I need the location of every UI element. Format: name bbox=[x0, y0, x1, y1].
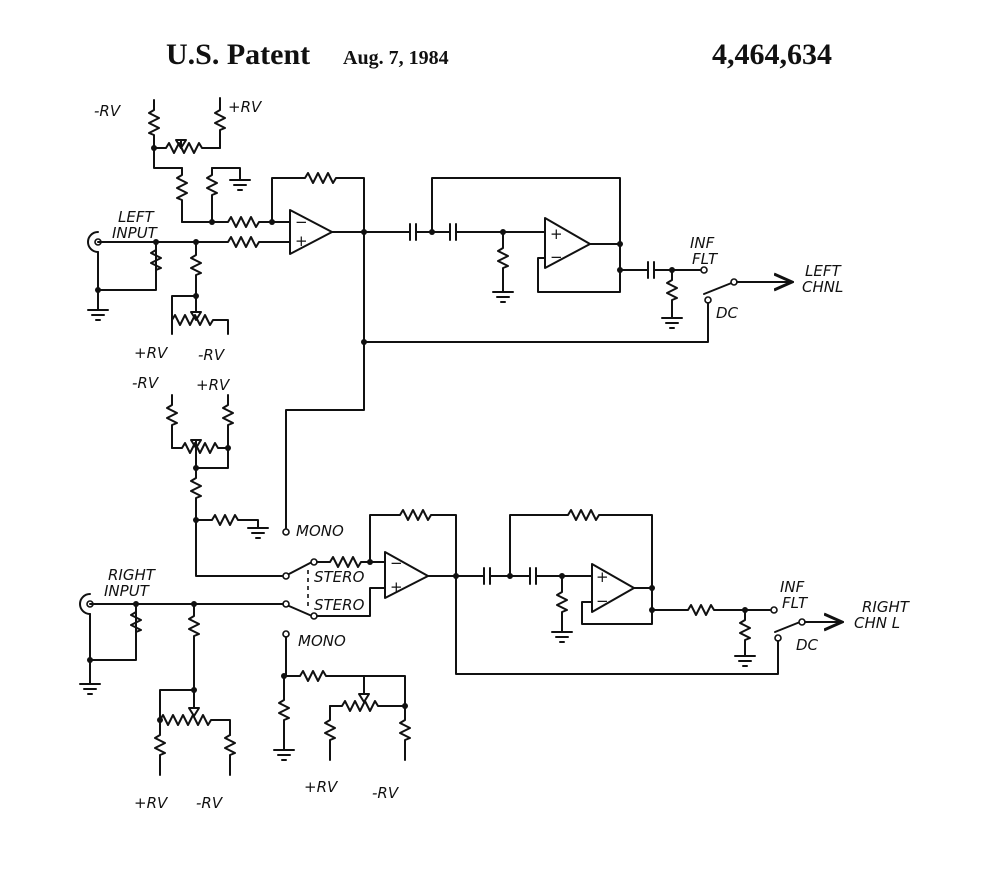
left-channel: − + + − bbox=[87, 97, 790, 536]
opamp-plus-sign: + bbox=[550, 225, 563, 243]
opamp-plus-sign: + bbox=[295, 232, 308, 250]
label-stereo-top: STERO bbox=[314, 568, 365, 586]
right-channel: − + + − bbox=[79, 509, 840, 776]
opamp-minus-sign: − bbox=[390, 554, 403, 572]
label-left-flt: FLT bbox=[692, 250, 719, 268]
label-mono-plus-rv: +RV bbox=[304, 778, 339, 796]
label-left-dc: DC bbox=[716, 304, 739, 322]
label-right-input-1: RIGHT bbox=[108, 566, 157, 584]
left-ground-resistor bbox=[206, 167, 251, 225]
patent-date: Aug. 7, 1984 bbox=[343, 47, 449, 69]
mono-potentiometer bbox=[273, 636, 411, 761]
left-bottom-potentiometer bbox=[171, 241, 229, 335]
right-bottom-potentiometer bbox=[154, 603, 236, 776]
label-mono-top: MONO bbox=[296, 522, 344, 540]
opamp-minus-sign: − bbox=[596, 592, 609, 610]
label-right-input-2: INPUT bbox=[104, 582, 151, 600]
label-left-chnl-1: LEFT bbox=[805, 262, 842, 280]
opamp-minus-sign: − bbox=[550, 248, 563, 266]
patent-number: 4,464,634 bbox=[712, 38, 832, 71]
left-input-jack bbox=[87, 231, 291, 321]
label-left-chnl-2: CHNL bbox=[802, 278, 843, 296]
label-left-input-2: INPUT bbox=[112, 224, 159, 242]
opamp-plus-sign: + bbox=[596, 568, 609, 586]
middle-potentiometer bbox=[166, 394, 283, 577]
right-filter-stage: + − bbox=[455, 509, 840, 675]
label-middle-minus-rv: -RV bbox=[132, 374, 160, 392]
left-filter-stage: + − bbox=[361, 177, 790, 345]
label-middle-plus-rv: +RV bbox=[196, 376, 231, 394]
left-opamp-1: − + bbox=[289, 209, 411, 255]
label-mono-bottom: MONO bbox=[298, 632, 346, 650]
label-right-flt: FLT bbox=[782, 594, 809, 612]
patent-title: U.S. Patent bbox=[166, 38, 311, 71]
label-stereo-bottom: STERO bbox=[314, 596, 365, 614]
label-right-minus-rv-bottom: -RV bbox=[196, 794, 224, 812]
label-left-inf: INF bbox=[690, 234, 715, 252]
label-left-plus-rv-bottom: +RV bbox=[134, 344, 169, 362]
label-left-plus-rv-top: +RV bbox=[228, 98, 263, 116]
stereo-mono-switch bbox=[282, 558, 318, 638]
label-right-chnl-1: RIGHT bbox=[862, 598, 911, 616]
label-mono-minus-rv: -RV bbox=[372, 784, 400, 802]
label-left-minus-rv-bottom: -RV bbox=[198, 346, 226, 364]
label-left-minus-rv-top: -RV bbox=[94, 102, 122, 120]
label-right-chnl-2: CHN L bbox=[854, 614, 900, 632]
label-right-dc: DC bbox=[796, 636, 819, 654]
label-right-inf: INF bbox=[780, 578, 805, 596]
label-right-plus-rv-bottom: +RV bbox=[134, 794, 169, 812]
opamp-plus-sign: + bbox=[390, 578, 403, 596]
opamp-minus-sign: − bbox=[295, 213, 308, 231]
right-input-jack bbox=[79, 593, 284, 695]
label-left-input-1: LEFT bbox=[118, 208, 155, 226]
schematic-labels: -RV +RV LEFT INPUT +RV -RV -RV +RV INF F… bbox=[94, 98, 911, 812]
right-opamp-1: − + bbox=[384, 551, 485, 599]
left-top-potentiometer bbox=[148, 97, 226, 223]
